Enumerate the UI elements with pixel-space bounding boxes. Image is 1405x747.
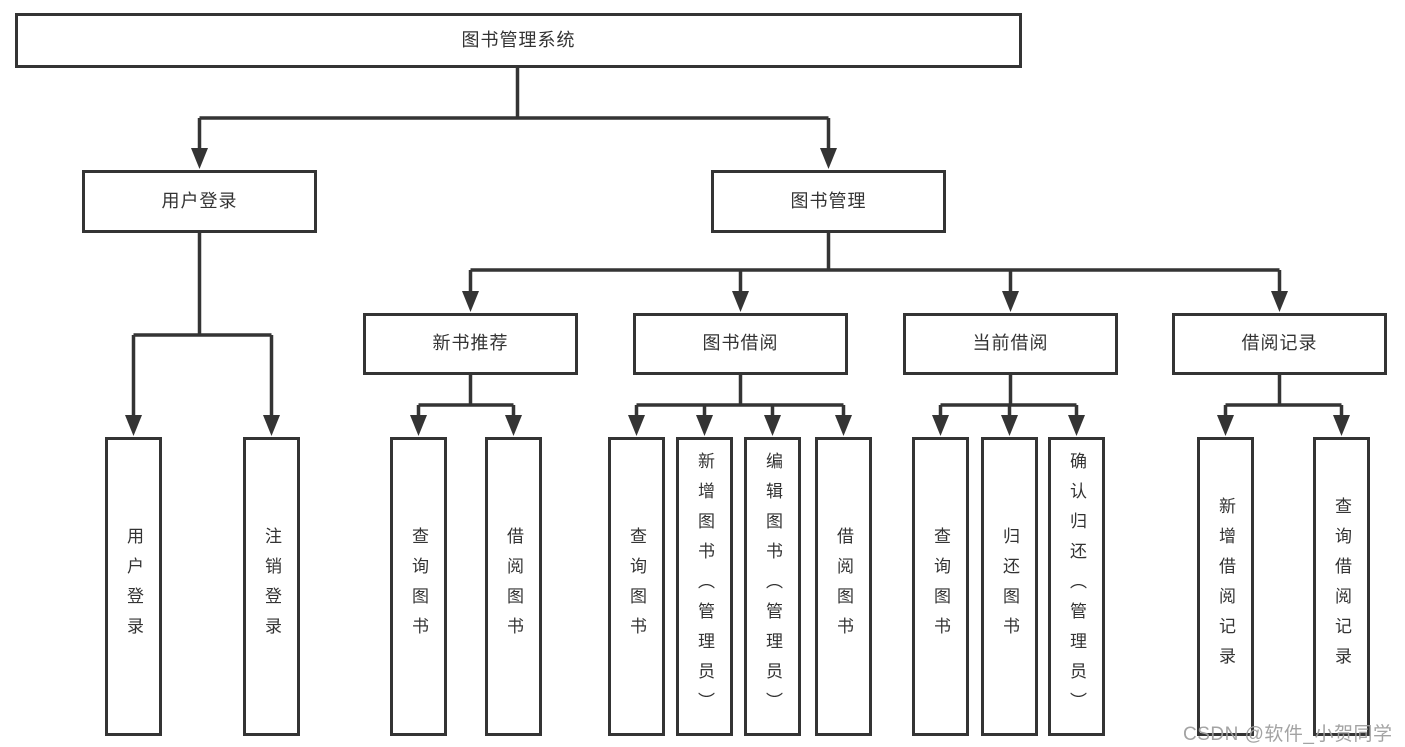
arrow-down-icon (191, 148, 208, 169)
node-query-books-current: 查询图书 (912, 437, 969, 736)
node-query-books-borrow: 查询图书 (608, 437, 665, 736)
arrow-down-icon (628, 415, 645, 436)
arrow-down-icon (1217, 415, 1234, 436)
arrow-down-icon (1001, 415, 1018, 436)
node-query-books-recommend: 查询图书 (390, 437, 447, 736)
arrow-down-icon (462, 291, 479, 312)
node-add-borrow-record: 新增借阅记录 (1197, 437, 1254, 736)
arrow-down-icon (263, 415, 280, 436)
node-current-borrowing: 当前借阅 (903, 313, 1118, 375)
arrow-down-icon (1002, 291, 1019, 312)
arrow-down-icon (764, 415, 781, 436)
node-query-borrow-record: 查询借阅记录 (1313, 437, 1370, 736)
arrow-down-icon (1271, 291, 1288, 312)
csdn-watermark: CSDN @软件_小贺同学 (1183, 724, 1393, 745)
node-borrow-books-recommend: 借阅图书 (485, 437, 542, 736)
arrow-down-icon (835, 415, 852, 436)
connector-path (131, 68, 1344, 417)
arrow-down-icon (696, 415, 713, 436)
arrow-down-icon (732, 291, 749, 312)
node-user-login-module: 用户登录 (82, 170, 317, 233)
node-add-books-admin: 新增图书（管理员） (676, 437, 733, 736)
arrow-down-icon (125, 415, 142, 436)
node-new-book-recommendation: 新书推荐 (363, 313, 578, 375)
node-book-management-module: 图书管理 (711, 170, 946, 233)
arrow-down-icon (1333, 415, 1350, 436)
node-edit-books-admin: 编辑图书（管理员） (744, 437, 801, 736)
node-book-borrowing: 图书借阅 (633, 313, 848, 375)
node-root-system: 图书管理系统 (15, 13, 1022, 68)
node-borrow-books: 借阅图书 (815, 437, 872, 736)
node-logout: 注销登录 (243, 437, 300, 736)
node-return-books: 归还图书 (981, 437, 1038, 736)
arrow-down-icon (1068, 415, 1085, 436)
node-borrowing-records: 借阅记录 (1172, 313, 1387, 375)
arrow-down-icon (505, 415, 522, 436)
node-confirm-return-admin: 确认归还（管理员） (1048, 437, 1105, 736)
arrow-down-icon (410, 415, 427, 436)
arrow-down-icon (820, 148, 837, 169)
arrowheads (125, 148, 1350, 436)
node-user-login: 用户登录 (105, 437, 162, 736)
arrow-down-icon (932, 415, 949, 436)
